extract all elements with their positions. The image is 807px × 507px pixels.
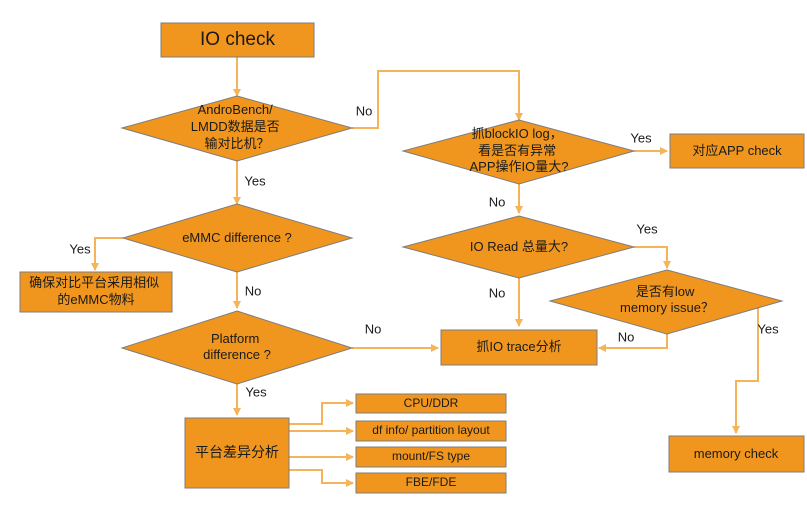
node-app-check: 对应APP check [669,133,805,169]
edge-analysis-fbe [289,469,354,487]
emmc-label: eMMC difference ? [182,230,292,245]
low-memory-label: 是否有low memory issue？ [620,284,714,315]
edge-ioread-yes [634,246,671,269]
mount-fs-label: mount/FS type [392,449,470,463]
node-io-check: IO check [160,22,315,58]
label-androbench-no: No [356,103,373,118]
node-mount-fs: mount/FS type [355,446,507,468]
node-platform-analysis: 平台差异分析 [184,417,290,489]
blockio-label: 抓blockIO log， 看是否有异常 APP操作IO量大? [470,126,569,174]
fbe-fde-label: FBE/FDE [406,475,457,489]
label-ioread-no: No [489,285,506,300]
ensure-emmc-label: 确保对比平台采用相似 的eMMC物料 [29,275,163,307]
node-memory-check: memory check [668,435,805,473]
node-emmc-decision: eMMC difference ? [121,203,354,273]
io-check-label: IO check [200,29,275,50]
io-read-label: IO Read 总量大? [470,239,568,254]
edge-emmc-yes [91,237,123,271]
node-androbench-decision: AndroBench/ LMDD数据是否 输对比机？ [120,95,354,162]
label-emmc-yes: Yes [69,241,91,256]
label-androbench-yes: Yes [244,173,266,188]
memory-check-label: memory check [694,446,779,461]
node-blockio-decision: 抓blockIO log， 看是否有异常 APP操作IO量大? [401,119,636,185]
androbench-label: AndroBench/ LMDD数据是否 输对比机？ [191,102,283,151]
node-df-info: df info/ partition layout [355,420,507,442]
app-check-label: 对应APP check [692,143,782,158]
label-blockio-yes: Yes [630,130,652,145]
node-cpu-ddr: CPU/DDR [355,393,507,414]
platform-analysis-label: 平台差异分析 [195,444,279,460]
edge-lowmem-yes [732,302,759,434]
label-platform-yes: Yes [245,384,267,399]
label-blockio-no: No [489,194,506,209]
label-lowmem-no: No [618,329,635,344]
node-io-read-decision: IO Read 总量大? [401,215,636,279]
edge-androbench-no [352,70,523,129]
edge-lowmem-no [598,334,668,352]
node-fbe-fde: FBE/FDE [355,472,507,494]
label-lowmem-yes: Yes [757,321,779,336]
node-io-trace: 抓IO trace分析 [440,329,598,366]
io-trace-label: 抓IO trace分析 [476,339,561,354]
edge-labels: No Yes Yes No No Yes Yes No Yes No No Ye… [69,103,779,399]
connectors [91,57,759,487]
label-emmc-no: No [245,283,262,298]
node-ensure-emmc: 确保对比平台采用相似 的eMMC物料 [19,271,173,313]
node-low-memory-decision: 是否有low memory issue？ [548,269,784,335]
node-platform-decision: Platform difference ? [120,310,354,385]
edge-analysis-cpu [289,399,354,425]
cpu-ddr-label: CPU/DDR [404,396,459,410]
label-platform-no: No [365,321,382,336]
label-ioread-yes: Yes [636,221,658,236]
platform-label: Platform difference ? [203,331,271,362]
df-info-label: df info/ partition layout [372,423,490,437]
